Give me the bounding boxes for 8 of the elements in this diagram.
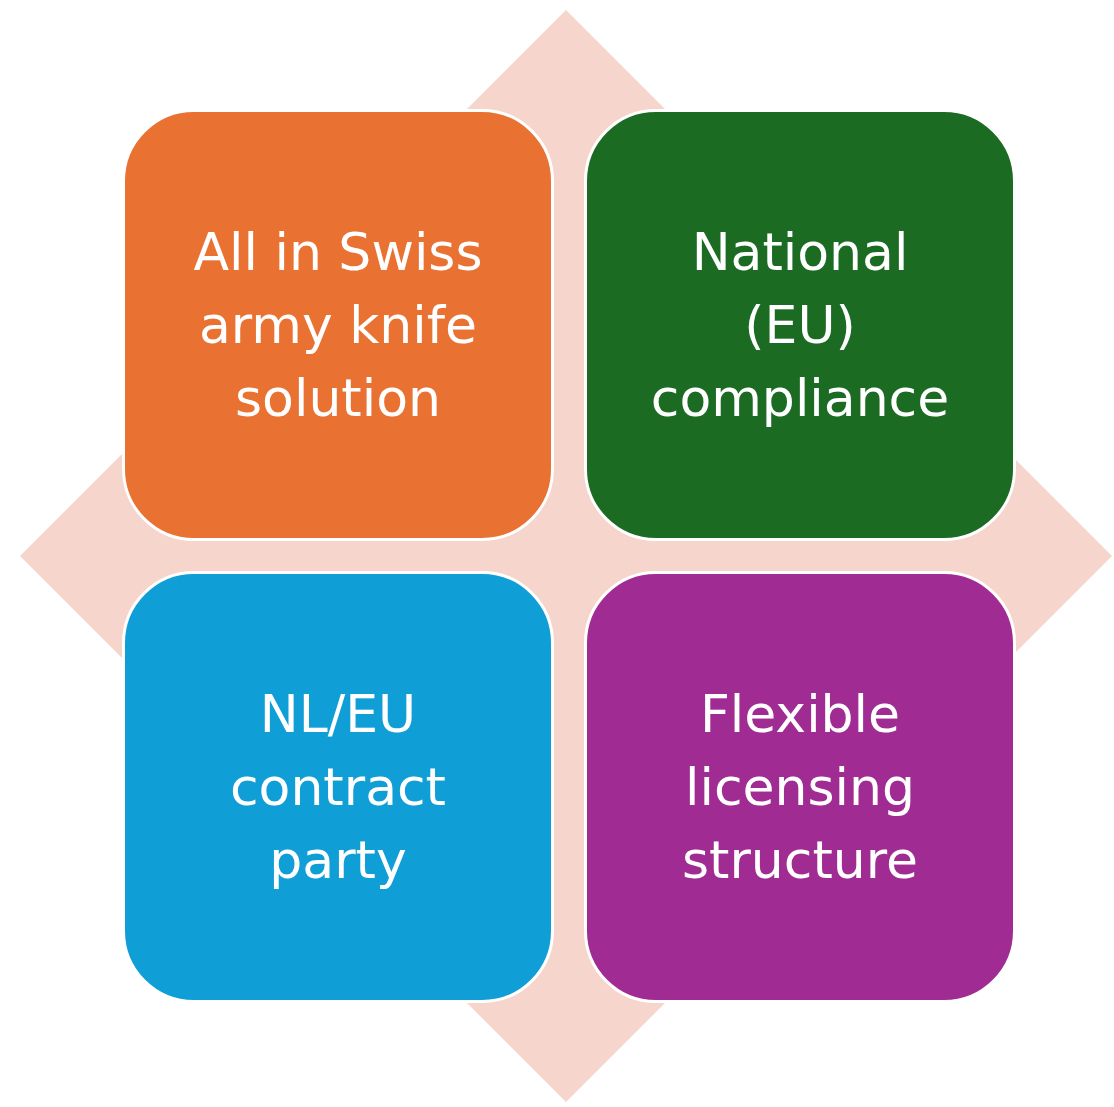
box-text: National (EU) compliance (649, 220, 951, 430)
box-text: All in Swiss army knife solution (192, 220, 484, 430)
rounded-box (122, 571, 554, 1003)
box-text: NL/EU contract party (229, 682, 447, 892)
rounded-box (584, 571, 1016, 1003)
rounded-box (122, 109, 554, 541)
box-text: Flexible licensing structure (681, 682, 919, 892)
rounded-box (584, 109, 1016, 541)
